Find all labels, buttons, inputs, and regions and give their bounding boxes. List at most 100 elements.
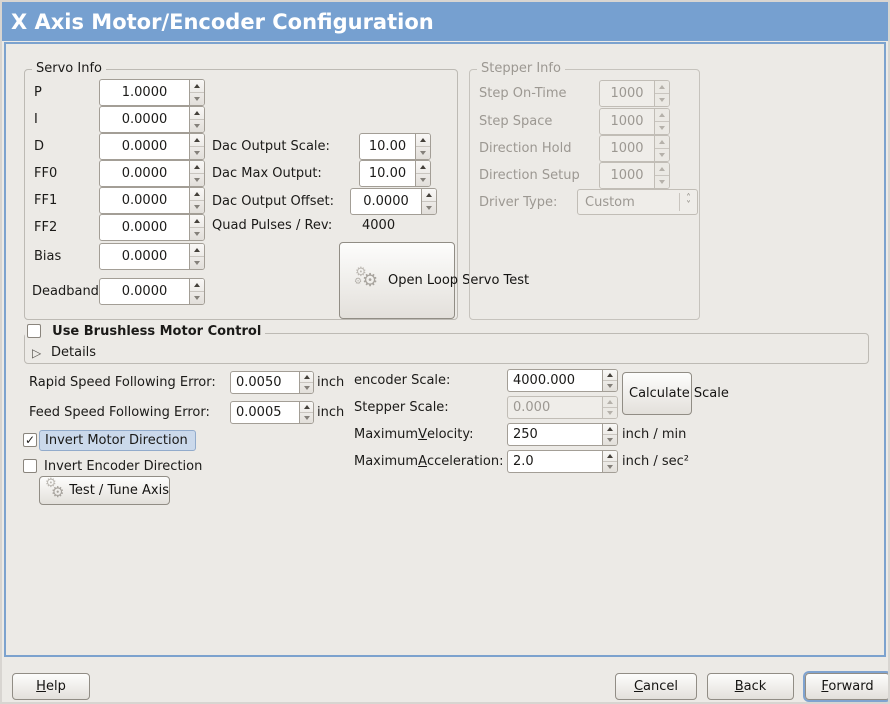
details-expander-label[interactable]: Details: [51, 344, 97, 360]
spin-up-icon[interactable]: [190, 80, 204, 92]
ff1-spinner[interactable]: [189, 188, 204, 213]
cancel-button[interactable]: Cancel: [615, 673, 697, 700]
ff1-field[interactable]: 0.0000: [99, 187, 205, 214]
use-brushless-checkbox[interactable]: [27, 324, 41, 338]
bias-spinner[interactable]: [189, 244, 204, 269]
help-button[interactable]: Help: [12, 673, 90, 700]
deadband-spinner[interactable]: [189, 279, 204, 304]
test-tune-axis-button[interactable]: ⚙ ⚙ Test / Tune Axis: [39, 476, 170, 505]
rapid-following-error-field[interactable]: 0.0050: [230, 371, 314, 394]
ff0-field[interactable]: 0.0000: [99, 160, 205, 187]
back-button-label: Back: [734, 679, 767, 694]
bias-label: Bias: [34, 249, 62, 264]
rapid-following-error-spinner[interactable]: [299, 372, 313, 393]
ff2-field[interactable]: 0.0000: [99, 214, 205, 241]
driver-type-label: Driver Type:: [479, 194, 558, 210]
spin-up-icon[interactable]: [300, 372, 313, 382]
spin-down-icon[interactable]: [190, 227, 204, 240]
invert-motor-label-highlight[interactable]: Invert Motor Direction: [39, 430, 196, 451]
dac-output-offset-field[interactable]: 0.0000: [350, 188, 437, 215]
combo-divider: [679, 193, 680, 211]
spin-up-icon[interactable]: [190, 215, 204, 227]
spin-down-icon[interactable]: [190, 119, 204, 132]
direction-setup-label: Direction Setup: [479, 168, 580, 183]
ff0-spinner[interactable]: [189, 161, 204, 186]
spin-up-icon[interactable]: [603, 370, 617, 380]
feed-following-error-value: 0.0005: [236, 405, 282, 420]
i-spinner[interactable]: [189, 107, 204, 132]
d-spinner[interactable]: [189, 134, 204, 159]
spin-up-icon[interactable]: [416, 134, 430, 146]
spin-up-icon[interactable]: [603, 424, 617, 434]
max-velocity-field[interactable]: 250: [507, 423, 618, 446]
spin-down-icon[interactable]: [190, 92, 204, 105]
encoder-scale-field[interactable]: 4000.000: [507, 369, 618, 392]
feed-following-error-label: Feed Speed Following Error:: [29, 405, 210, 420]
expander-triangle-icon[interactable]: ▷: [32, 346, 42, 360]
spin-up-icon[interactable]: [190, 161, 204, 173]
spin-up-icon: [655, 163, 669, 175]
stepper-info-legend: Stepper Info: [477, 61, 565, 77]
dac-output-scale-field[interactable]: 10.00: [359, 133, 431, 160]
dac-output-offset-spinner[interactable]: [421, 189, 436, 214]
title-bar: X Axis Motor/Encoder Configuration: [2, 2, 888, 41]
invert-motor-checkbox[interactable]: ✓: [23, 433, 37, 447]
step-on-time-spinner: [654, 81, 669, 106]
spin-down-icon[interactable]: [422, 201, 436, 214]
max-acceleration-spinner[interactable]: [602, 451, 617, 472]
gear-icon: ⚙: [51, 482, 65, 501]
spin-down-icon[interactable]: [300, 412, 313, 423]
spin-down-icon[interactable]: [416, 173, 430, 186]
calculate-scale-button[interactable]: Calculate Scale: [622, 372, 729, 415]
direction-setup-value: 1000: [610, 168, 644, 183]
max-velocity-spinner[interactable]: [602, 424, 617, 445]
servo-info-legend: Servo Info: [32, 61, 106, 77]
max-acceleration-field[interactable]: 2.0: [507, 450, 618, 473]
spin-down-icon[interactable]: [300, 382, 313, 393]
spin-down-icon[interactable]: [603, 461, 617, 472]
feed-following-error-spinner[interactable]: [299, 402, 313, 423]
spin-up-icon[interactable]: [190, 279, 204, 291]
deadband-field[interactable]: 0.0000: [99, 278, 205, 305]
spin-up-icon[interactable]: [190, 107, 204, 119]
encoder-scale-spinner[interactable]: [602, 370, 617, 391]
spin-down-icon[interactable]: [190, 291, 204, 304]
help-button-label: Help: [36, 679, 66, 694]
spin-up-icon[interactable]: [190, 244, 204, 256]
max-velocity-unit: inch / min: [622, 427, 687, 442]
spin-down-icon[interactable]: [190, 200, 204, 213]
feed-following-error-field[interactable]: 0.0005: [230, 401, 314, 424]
spin-up-icon[interactable]: [603, 451, 617, 461]
invert-encoder-checkbox[interactable]: [23, 459, 37, 473]
bias-field[interactable]: 0.0000: [99, 243, 205, 270]
back-button[interactable]: Back: [707, 673, 794, 700]
ff2-spinner[interactable]: [189, 215, 204, 240]
d-field[interactable]: 0.0000: [99, 133, 205, 160]
p-field[interactable]: 1.0000: [99, 79, 205, 106]
spin-down-icon[interactable]: [603, 434, 617, 445]
dac-output-scale-spinner[interactable]: [415, 134, 430, 159]
spin-up-icon[interactable]: [300, 402, 313, 412]
dac-max-output-field[interactable]: 10.00: [359, 160, 431, 187]
forward-button[interactable]: Forward: [805, 673, 888, 700]
driver-type-value: Custom: [585, 194, 635, 210]
spin-up-icon[interactable]: [416, 161, 430, 173]
dac-max-output-spinner[interactable]: [415, 161, 430, 186]
spin-up-icon[interactable]: [422, 189, 436, 201]
open-loop-servo-test-button[interactable]: ⚙ ⚙ ⚙ Open Loop Servo Test: [339, 242, 529, 319]
i-field[interactable]: 0.0000: [99, 106, 205, 133]
spin-down-icon[interactable]: [190, 146, 204, 159]
spin-down-icon[interactable]: [190, 256, 204, 269]
spin-down-icon[interactable]: [603, 380, 617, 391]
spin-up-icon[interactable]: [190, 188, 204, 200]
spin-down-icon: [655, 121, 669, 134]
spin-down-icon[interactable]: [190, 173, 204, 186]
spin-down-icon: [603, 407, 617, 418]
spin-up-icon[interactable]: [190, 134, 204, 146]
p-spinner[interactable]: [189, 80, 204, 105]
feed-following-error-unit: inch: [317, 405, 345, 420]
step-space-label: Step Space: [479, 114, 553, 129]
p-label: P: [34, 85, 42, 100]
spin-down-icon[interactable]: [416, 146, 430, 159]
